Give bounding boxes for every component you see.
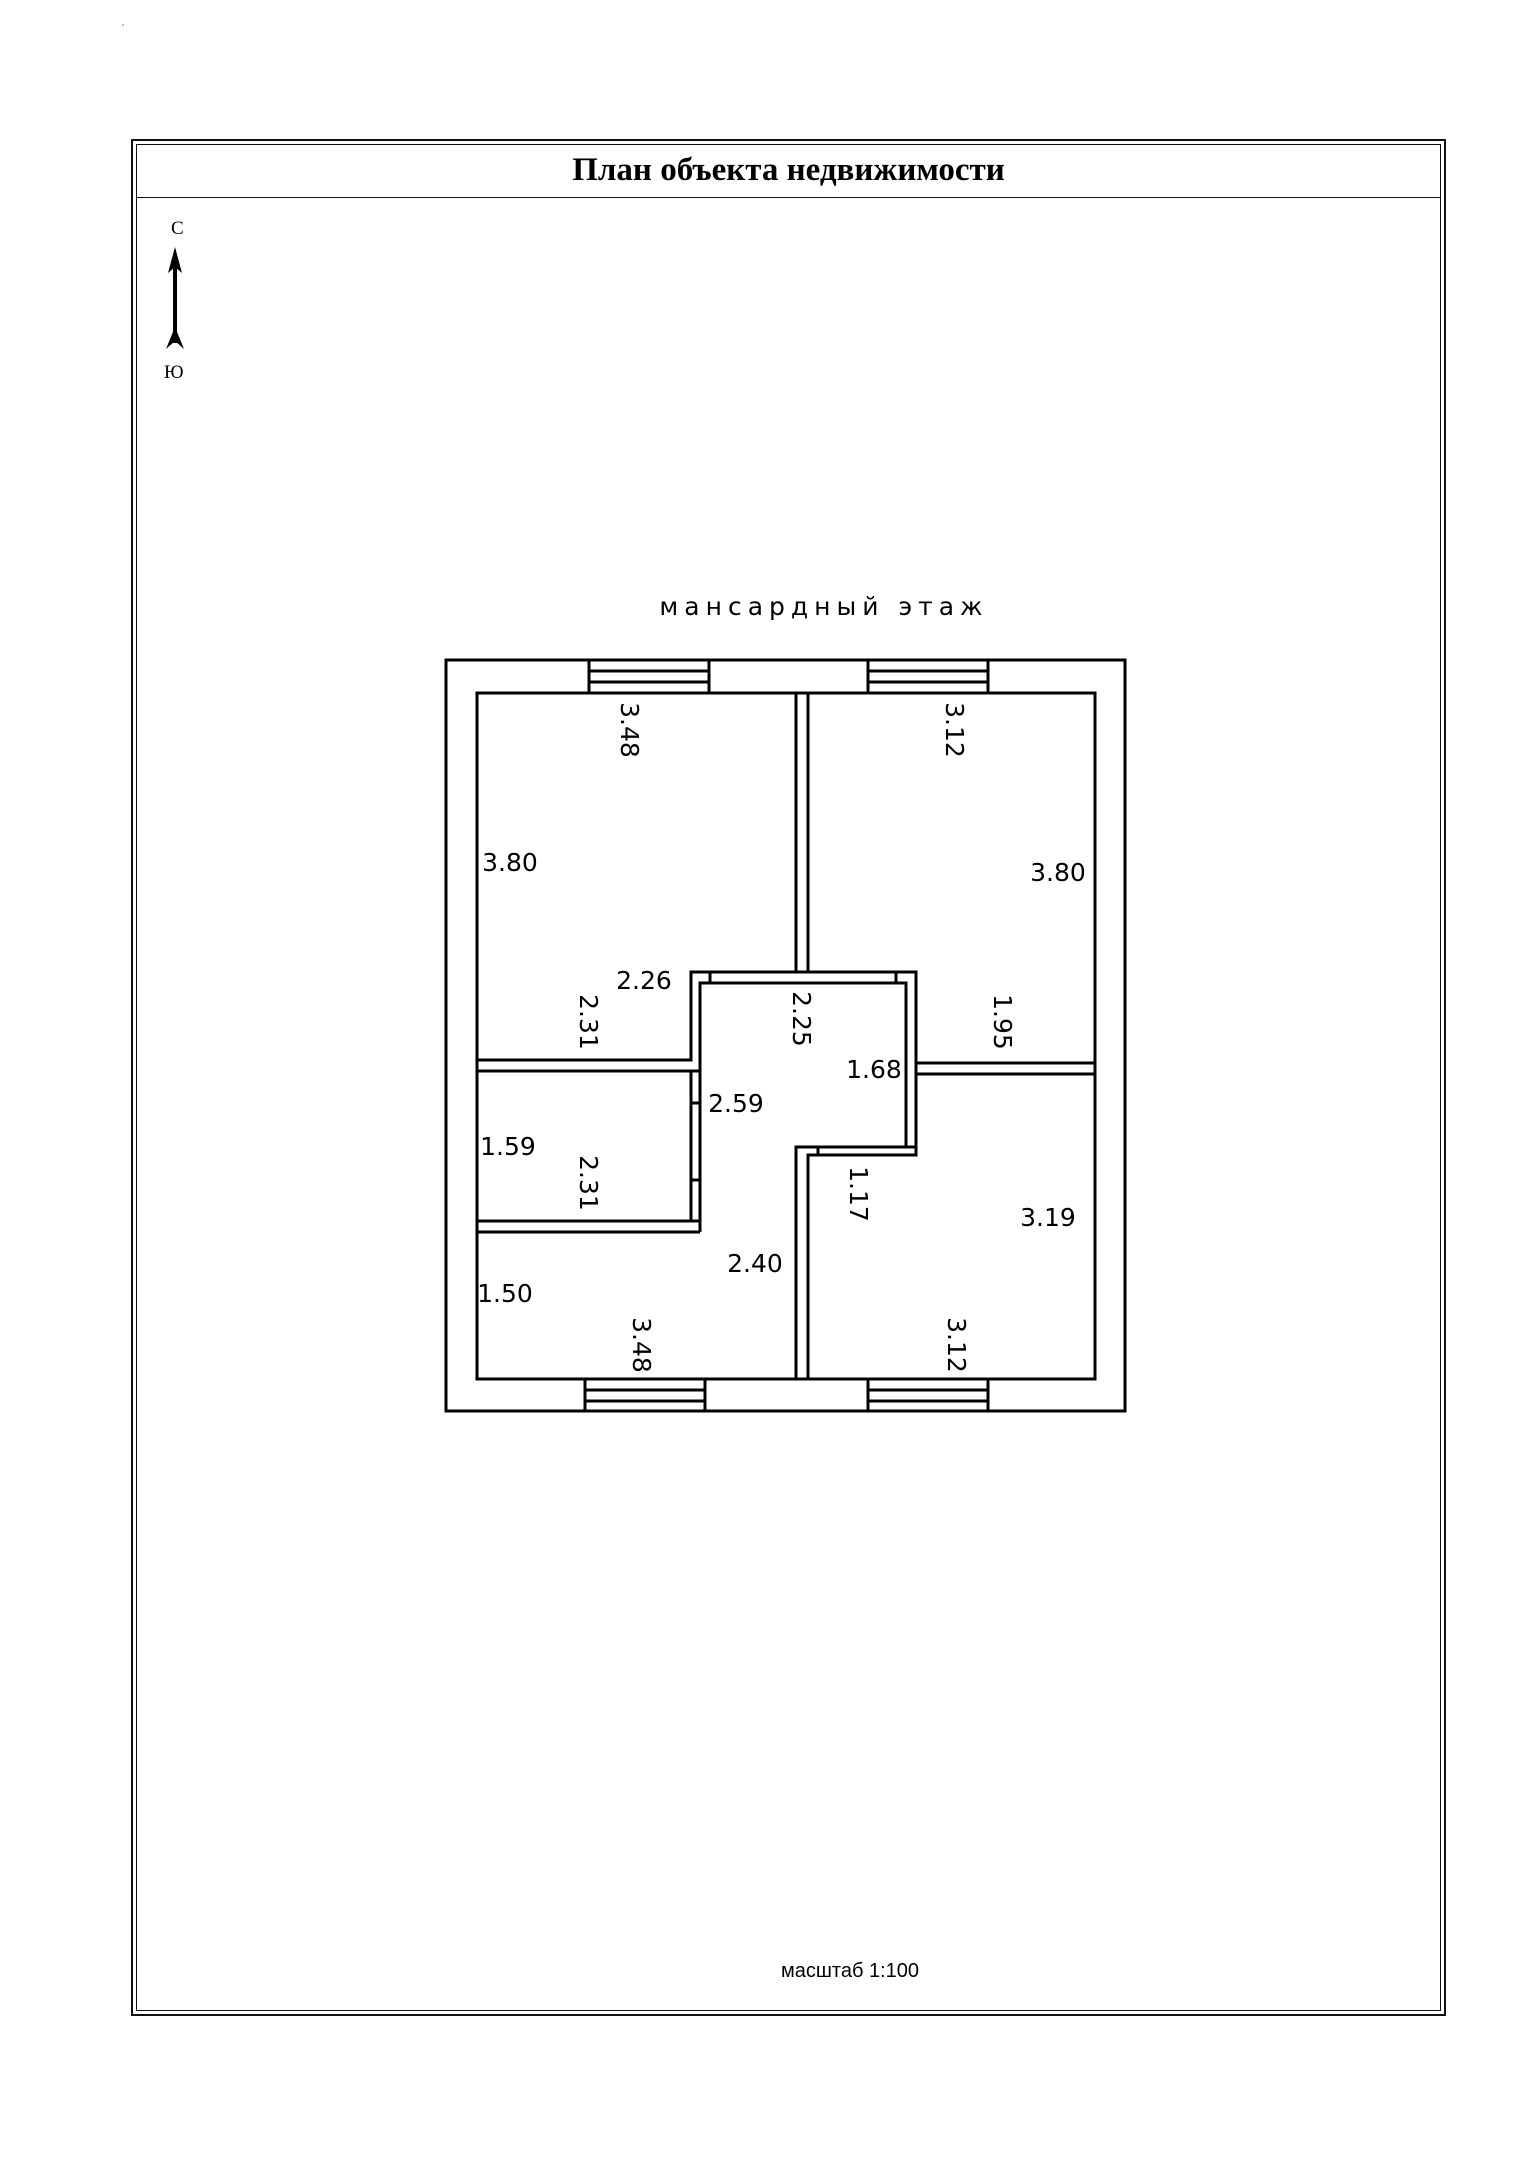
speck	[122, 24, 124, 26]
inner-wall-outline	[475, 691, 1097, 1381]
dim-label: 2.25	[787, 991, 816, 1047]
dim-label: 3.12	[940, 702, 969, 758]
scale-label: масштаб 1:100	[780, 1960, 920, 1982]
dim-label: 3.48	[615, 702, 644, 758]
dim-label: 3.19	[1020, 1203, 1076, 1232]
dim-label: 1.68	[846, 1055, 902, 1084]
dim-label: 3.12	[942, 1317, 971, 1373]
dim-label: 2.31	[574, 1155, 603, 1211]
north-arrow-icon	[166, 247, 184, 349]
floor-label: мансардный этаж	[659, 592, 988, 621]
dim-label: 2.31	[574, 994, 603, 1050]
compass-north-label: С	[171, 218, 184, 239]
dim-label: 1.59	[480, 1132, 536, 1161]
dim-label: 3.80	[1030, 858, 1086, 887]
outer-wall-outline	[444, 658, 1127, 1413]
dim-label: 2.59	[708, 1089, 764, 1118]
dim-label: 1.17	[844, 1166, 873, 1222]
dim-label: 2.40	[727, 1249, 783, 1278]
dim-label: 2.26	[616, 966, 672, 995]
dim-label: 3.80	[482, 848, 538, 877]
page-frame-inner	[136, 144, 1441, 2011]
page-frame-outer	[131, 139, 1446, 2016]
dim-label: 3.48	[627, 1317, 656, 1373]
compass-south-label: Ю	[164, 362, 184, 383]
dim-label: 1.50	[477, 1279, 533, 1308]
page-title: План объекта недвижимости	[572, 152, 1005, 188]
dim-label: 1.95	[988, 994, 1017, 1050]
title-separator	[136, 197, 1441, 198]
